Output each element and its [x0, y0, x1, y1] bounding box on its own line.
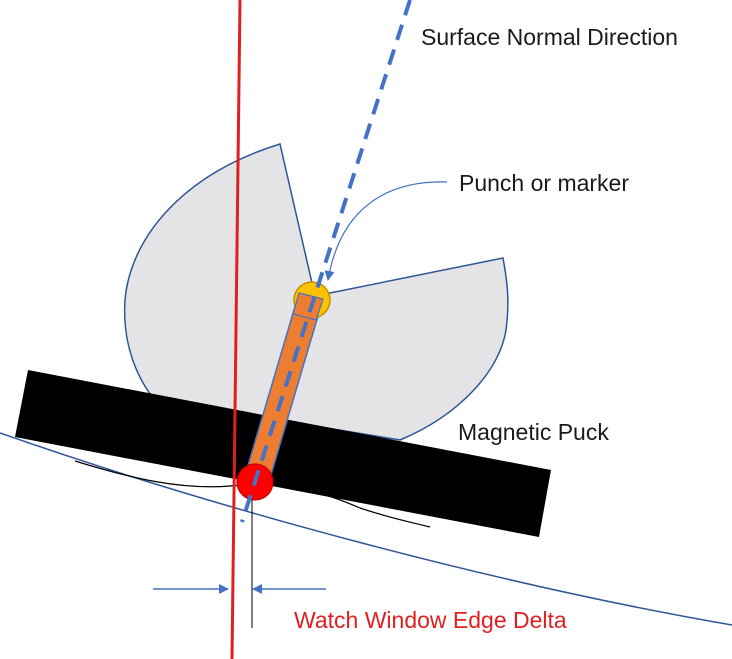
surface-curve	[0, 432, 732, 626]
puck-label: Magnetic Puck	[458, 419, 609, 445]
delta-label: Watch Window Edge Delta	[294, 607, 567, 633]
red-reference-line	[230, 0, 242, 659]
punch-leader-arrow	[324, 181, 448, 281]
magnetic-puck	[15, 370, 551, 537]
punch-label: Punch or marker	[459, 170, 629, 196]
surface-normal-dashed-line	[240, 0, 412, 523]
surface-trace	[74, 460, 431, 528]
surface-normal-label: Surface Normal Direction	[421, 24, 678, 50]
